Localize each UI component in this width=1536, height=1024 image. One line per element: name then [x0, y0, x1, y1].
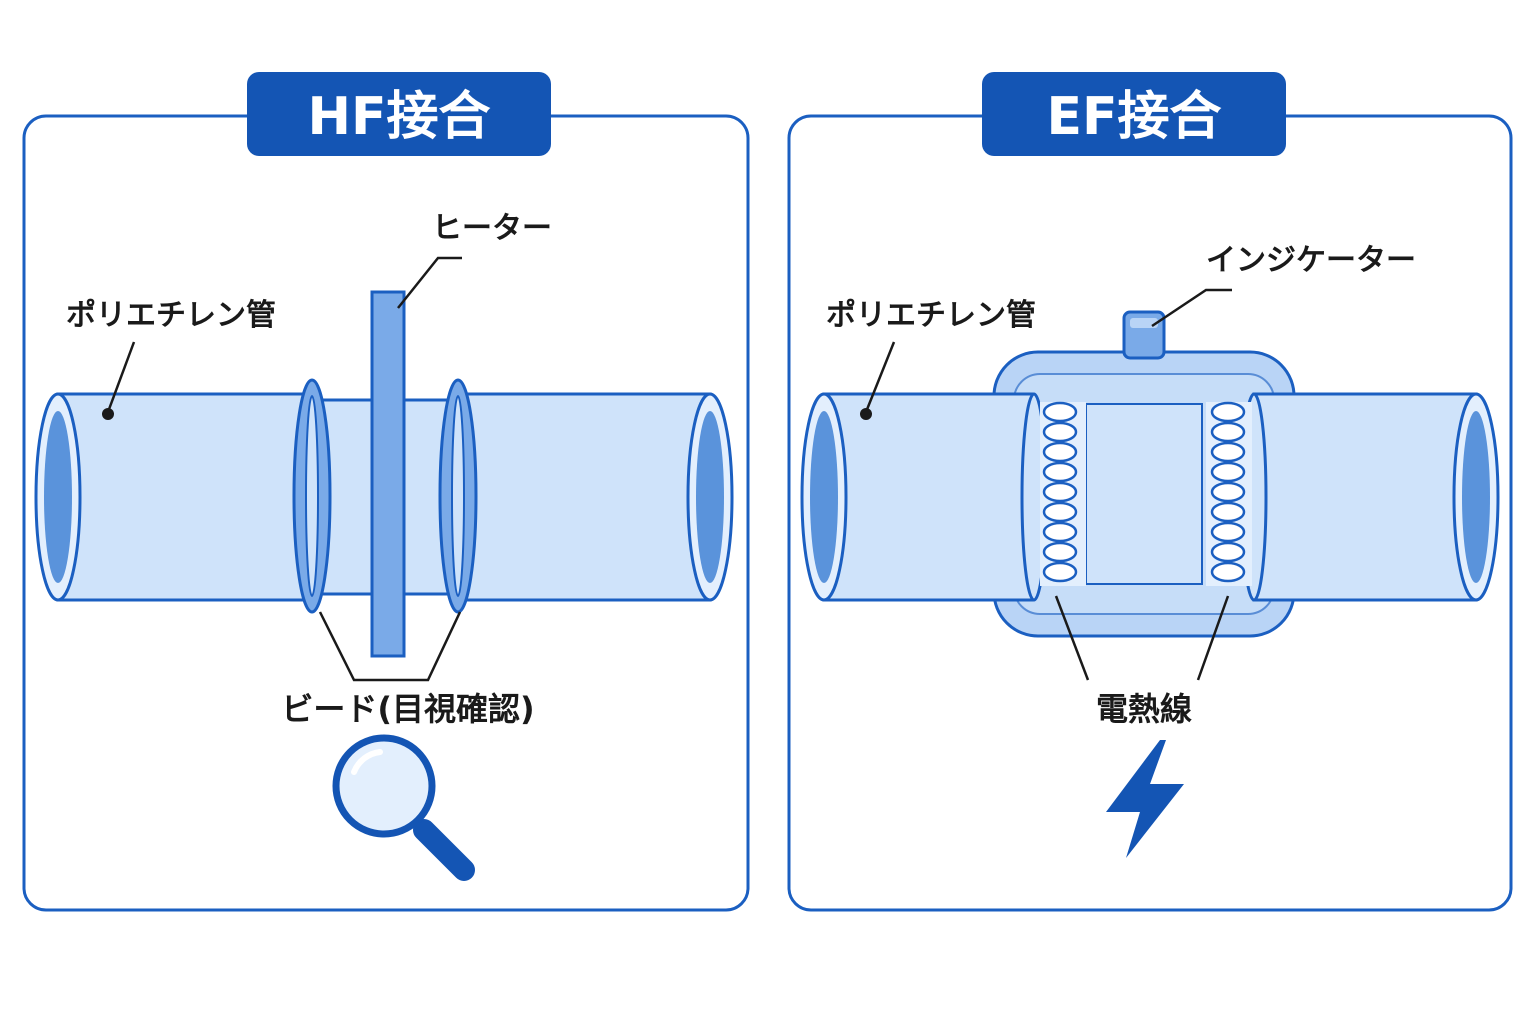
hf-title: HF接合 — [307, 87, 490, 147]
ef-pipe-label: ポリエチレン管 — [826, 298, 1036, 333]
ef-indicator-leader — [1151, 288, 1232, 328]
hf-heater-plate — [370, 290, 406, 658]
hf-bead-label: ビード(目視確認) — [281, 690, 534, 728]
hf-left-pipe — [34, 392, 312, 602]
ef-wire-right — [1206, 401, 1252, 586]
hf-pipe-leader — [106, 341, 136, 413]
ef-left-pipe — [800, 392, 1048, 602]
hf-pipe-label: ポリエチレン管 — [66, 298, 276, 333]
ef-pipe-leader — [864, 341, 896, 413]
ef-wire-leader-left — [1054, 595, 1090, 681]
magnifier-icon — [332, 734, 475, 881]
ef-title: EF接合 — [1046, 87, 1221, 147]
hf-heater-leader — [397, 256, 462, 309]
lightning-icon — [1106, 740, 1184, 858]
ef-title-badge — [982, 72, 1286, 156]
ef-right-pipe — [1240, 392, 1500, 602]
ef-wire-label: 電熱線 — [1096, 690, 1192, 728]
ef-indicator — [1122, 310, 1166, 360]
hf-heater-label: ヒーター — [432, 211, 552, 246]
ef-wire-leader-right — [1196, 595, 1230, 681]
ef-wire-left — [1040, 401, 1086, 586]
hf-bead-leader — [318, 611, 462, 682]
hf-panel: HF接合 ヒーター ポリエチレン管 ビード(目視確認) — [22, 72, 750, 912]
ef-panel: EF接合 — [787, 72, 1513, 912]
hf-title-badge — [247, 72, 551, 156]
ef-indicator-label: インジケーター — [1206, 243, 1416, 278]
hf-right-pipe — [458, 392, 734, 602]
